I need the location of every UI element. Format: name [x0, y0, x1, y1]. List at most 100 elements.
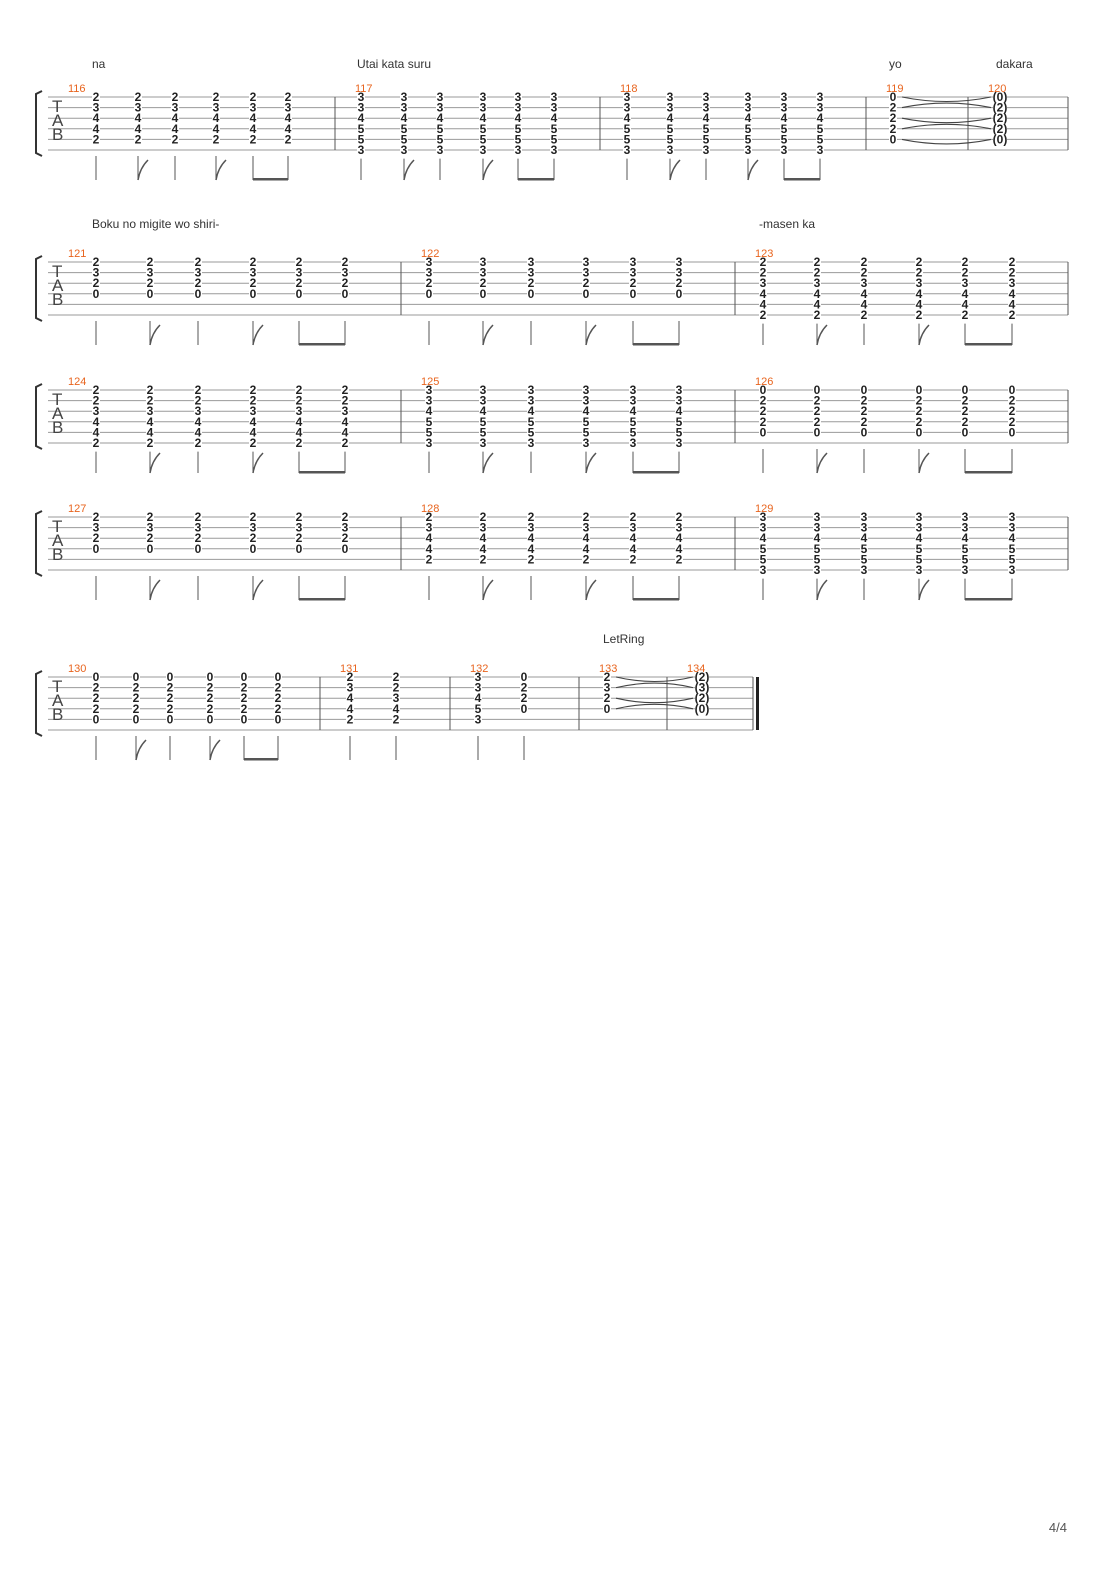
fret-number: 2	[393, 712, 400, 726]
fret-mask	[212, 113, 220, 124]
fret-number: 2	[213, 132, 220, 146]
fret-number: 4	[814, 297, 821, 311]
fret-number: 3	[916, 276, 923, 290]
fret-mask	[675, 427, 683, 438]
fret-mask	[915, 512, 923, 522]
fret-number: 4	[250, 111, 257, 125]
fret-number: 3	[624, 90, 631, 104]
fret-number: 4	[213, 111, 220, 125]
fret-mask	[249, 123, 257, 134]
fret-mask	[132, 703, 140, 714]
fret-mask	[194, 278, 202, 289]
fret-mask	[249, 385, 257, 395]
fret-number: 5	[916, 552, 923, 566]
fret-number: 2	[275, 681, 282, 695]
fret-number: 3	[676, 383, 683, 397]
fret-mask	[166, 682, 174, 693]
fret-number: 3	[814, 563, 821, 577]
fret-mask	[295, 406, 303, 417]
fret-number: 0	[916, 383, 923, 397]
fret-number: 2	[521, 691, 528, 705]
fret-number: 5	[515, 122, 522, 136]
fret-number: (2)	[993, 122, 1008, 136]
fret-number: 4	[393, 702, 400, 716]
fret-mask	[357, 92, 365, 102]
fret-number: 4	[480, 542, 487, 556]
fret-number: 0	[861, 383, 868, 397]
fret-number: 2	[241, 702, 248, 716]
lyric-text: Utai kata suru	[357, 57, 431, 71]
fret-mask	[675, 288, 683, 299]
fret-mask	[915, 427, 923, 438]
fret-mask	[759, 288, 767, 299]
fret-number: 2	[861, 308, 868, 322]
fret-mask	[527, 438, 535, 448]
fret-number: 5	[760, 552, 767, 566]
fret-number: 5	[962, 552, 969, 566]
fret-mask	[702, 113, 710, 124]
fret-mask	[780, 113, 788, 124]
fret-number: 2	[207, 691, 214, 705]
fret-mask	[212, 123, 220, 134]
fret-number: 5	[583, 415, 590, 429]
fret-number: 4	[93, 111, 100, 125]
fret-number: 4	[814, 531, 821, 545]
fret-mask	[479, 533, 487, 544]
fret-number: 2	[962, 404, 969, 418]
fret-mask	[780, 134, 788, 145]
fret-number: 5	[676, 415, 683, 429]
tab-clef-letter: B	[52, 705, 63, 724]
fret-number: 4	[285, 111, 292, 125]
fret-number: 2	[480, 510, 487, 524]
fret-mask	[92, 395, 100, 406]
fret-number: 4	[583, 404, 590, 418]
fret-number: 2	[814, 415, 821, 429]
eighth-flag	[252, 452, 264, 474]
fret-number: 3	[551, 90, 558, 104]
fret-mask	[171, 134, 179, 145]
fret-number: 3	[551, 101, 558, 115]
fret-mask	[249, 416, 257, 427]
fret-number: 5	[437, 122, 444, 136]
fret-mask	[92, 406, 100, 417]
fret-mask	[284, 113, 292, 124]
fret-mask	[194, 543, 202, 554]
fret-number: 4	[475, 691, 482, 705]
fret-mask	[915, 310, 923, 320]
fret-mask	[146, 257, 154, 267]
fret-number: 0	[521, 670, 528, 684]
fret-number: 0	[583, 287, 590, 301]
fret-number: 2	[250, 90, 257, 104]
fret-number: 5	[703, 132, 710, 146]
fret-mask	[889, 102, 897, 113]
fret-mask	[206, 682, 214, 693]
tie	[615, 676, 694, 682]
fret-number: 4	[528, 404, 535, 418]
fret-mask	[816, 102, 824, 113]
fret-number: 4	[528, 531, 535, 545]
fret-number: 3	[583, 521, 590, 535]
fret-mask	[582, 385, 590, 395]
fret-number: 5	[1009, 552, 1016, 566]
fret-mask	[479, 406, 487, 417]
eighth-flag	[918, 579, 930, 601]
fret-mask	[582, 543, 590, 554]
measure: 134(2)(3)(2)(0)	[687, 663, 709, 716]
fret-number: 4	[172, 122, 179, 136]
fret-number: 0	[604, 702, 611, 716]
fret-mask	[629, 543, 637, 554]
fret-number: 3	[480, 266, 487, 280]
fret-mask	[759, 512, 767, 522]
lyric-text: yo	[889, 57, 902, 71]
fret-mask	[479, 416, 487, 427]
measure-number: 121	[68, 248, 86, 260]
fret-mask	[479, 267, 487, 278]
fret-number: 4	[480, 404, 487, 418]
fret-mask	[436, 123, 444, 134]
fret-mask	[479, 123, 487, 134]
tab-clef-letter: A	[52, 111, 64, 130]
fret-mask	[166, 672, 174, 682]
fret-mask	[134, 92, 142, 102]
fret-number: 4	[480, 111, 487, 125]
